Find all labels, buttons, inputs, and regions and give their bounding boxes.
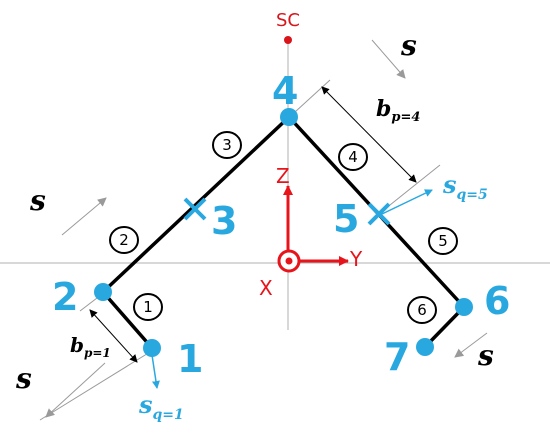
- sq5-main: s: [442, 170, 457, 199]
- segment-6-label: 6: [417, 301, 427, 319]
- bp1-main: b: [70, 333, 84, 357]
- s-label-top-right: s: [400, 29, 417, 62]
- sq1-arrow: [151, 354, 160, 389]
- s-label-bottom-left: s: [15, 362, 32, 395]
- x-axis-symbol-dot: [285, 257, 293, 265]
- segment-2-marker: 2: [109, 226, 139, 254]
- shear-center-label: SC: [276, 10, 300, 31]
- segment-4-marker: 4: [338, 143, 368, 171]
- midpoint-5-cross: [367, 202, 391, 226]
- segment-6-marker: 6: [407, 296, 437, 324]
- node-6-dot: [455, 298, 473, 316]
- x-axis-label: X: [259, 276, 273, 300]
- node-6-label: 6: [484, 279, 510, 323]
- segment-1-marker: 1: [133, 293, 163, 321]
- bp4-main: b: [376, 96, 391, 122]
- midpoint-5-label: 5: [333, 197, 359, 241]
- midpoint-3-label: 3: [211, 199, 237, 243]
- s-label-left: s: [29, 184, 46, 217]
- y-axis-label: Y: [349, 247, 363, 271]
- bp1-label: bp=1: [70, 333, 111, 360]
- sq1-label: sq=1: [138, 390, 184, 423]
- bp4-extension-top: [294, 79, 331, 113]
- s-direction-arrow-bottom-left: [45, 362, 106, 418]
- node-2-dot: [94, 283, 112, 301]
- bp4-dimension-arrow: [321, 86, 417, 183]
- sq5-sub: q=5: [457, 187, 488, 203]
- segment-2-label: 2: [119, 231, 129, 249]
- bp4-label: bp=4: [376, 96, 420, 125]
- sq1-main: s: [138, 390, 153, 419]
- bp4-sub: p=4: [391, 110, 420, 125]
- z-axis-label: Z: [276, 164, 290, 188]
- sq1-sub: q=1: [153, 407, 184, 423]
- bp1-extension-top: [79, 297, 98, 312]
- segment-5-label: 5: [438, 232, 448, 250]
- s-direction-arrow-top-right: [371, 39, 406, 79]
- segment-1-label: 1: [143, 298, 153, 316]
- node-7-dot: [416, 338, 434, 356]
- sq5-arrow: [381, 189, 433, 215]
- segment-3-label: 3: [222, 136, 232, 154]
- bp4-extension-bottom: [389, 164, 441, 206]
- bp1-sub: p=1: [84, 346, 111, 360]
- node-1-label: 1: [177, 337, 203, 381]
- bp1-dimension-arrow: [89, 309, 138, 363]
- sq5-label: sq=5: [442, 170, 488, 203]
- segment-3-marker: 3: [212, 131, 242, 159]
- node-2-label: 2: [52, 275, 78, 319]
- node-4-dot: [280, 108, 298, 126]
- node-1-dot: [143, 339, 161, 357]
- segment-5-marker: 5: [428, 227, 458, 255]
- node-7-label: 7: [384, 335, 410, 379]
- node-4-label: 4: [272, 69, 298, 113]
- segment-4-label: 4: [348, 148, 358, 166]
- midpoint-3-cross: [183, 197, 207, 221]
- s-direction-arrow-bottom-right: [454, 332, 488, 358]
- s-direction-arrow-left: [61, 197, 107, 236]
- shear-center-dot: [284, 36, 292, 44]
- s-label-bottom-right: s: [477, 339, 494, 372]
- bp1-extension-bottom: [39, 351, 151, 421]
